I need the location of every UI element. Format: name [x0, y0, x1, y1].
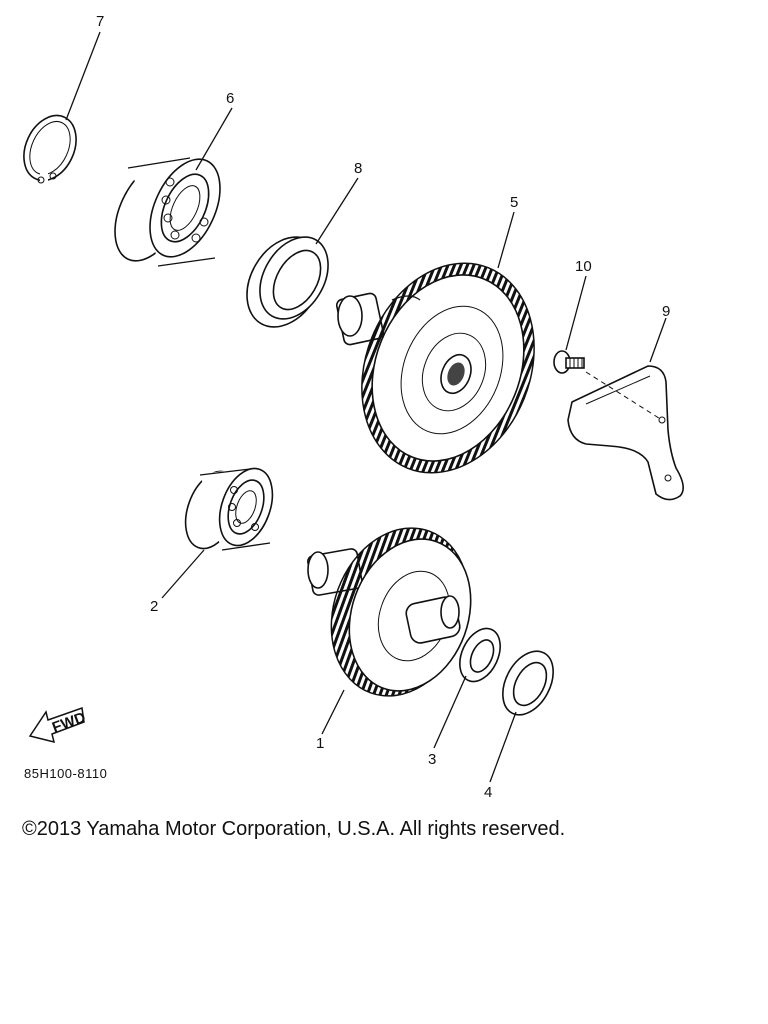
- bracket-part: [567, 365, 684, 501]
- bolt-part: [553, 350, 585, 374]
- fwd-arrow-icon: FWD: [28, 706, 88, 744]
- copyright-notice: ©2013 Yamaha Motor Corporation, U.S.A. A…: [22, 818, 566, 840]
- exploded-parts-diagram: FWD 7 6 8 5 10 9 2 1 3 4 85H100-8110: [23, 13, 684, 800]
- fwd-label: FWD: [50, 709, 88, 737]
- bearing-large-part: [114, 155, 221, 268]
- callout-10: 10: [575, 258, 592, 275]
- circlip-part: [23, 114, 77, 184]
- callout-6: 6: [226, 90, 234, 107]
- callout-5: 5: [510, 194, 518, 211]
- callout-7: 7: [96, 13, 104, 30]
- bearing-small-part: [184, 467, 274, 552]
- oil-seal-part: [246, 236, 329, 328]
- washer-large-part: [502, 650, 554, 716]
- leader-lines: [65, 31, 667, 783]
- callout-9: 9: [662, 303, 670, 320]
- diagram-code: 85H100-8110: [24, 766, 107, 781]
- gear-shaft-part: [307, 527, 472, 697]
- callout-2: 2: [150, 598, 158, 615]
- callout-4: 4: [484, 784, 492, 800]
- large-gear-part: [335, 262, 535, 474]
- callout-3: 3: [428, 751, 436, 768]
- callout-1: 1: [316, 735, 324, 752]
- callout-8: 8: [354, 160, 362, 177]
- washer-small-part: [459, 627, 501, 683]
